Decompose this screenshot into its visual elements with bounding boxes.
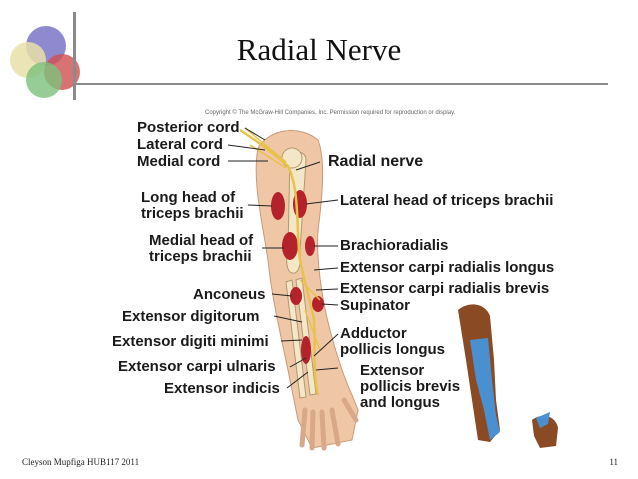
anconeus <box>290 287 302 305</box>
label-extensor-pollicis-line2: pollicis brevis <box>360 378 461 395</box>
triceps-medial-head <box>282 232 298 260</box>
inset-hand-sensory <box>536 412 550 428</box>
brachioradialis <box>305 236 315 256</box>
triceps-long-head <box>271 192 285 220</box>
label-extensor-carpi-radialis-brevis: Extensor carpi radialis brevis <box>340 280 550 297</box>
label-supinator: Supinator <box>340 297 410 314</box>
label-posterior-cord: Posterior cord <box>137 119 240 136</box>
right-leader-lines <box>295 161 339 371</box>
header-vertical-rule <box>73 12 76 100</box>
label-extensor-digiti-minimi: Extensor digiti minimi <box>112 333 269 350</box>
forearm-extensors <box>301 336 311 364</box>
label-adductor-pollicis-longus-line1: Adductor <box>340 325 407 342</box>
label-extensor-pollicis-line1: Extensor <box>360 362 425 379</box>
label-adductor-pollicis-longus-line2: pollicis longus <box>340 341 446 358</box>
label-long-head-triceps-line2: triceps brachii <box>141 205 244 222</box>
inset-sensory-region <box>470 338 500 440</box>
label-extensor-carpi-radialis-longus: Extensor carpi radialis longus <box>340 259 555 276</box>
nerve-branches <box>244 127 321 351</box>
footer-author: Cleyson Mupfiga HUB117 2011 <box>22 457 140 467</box>
label-long-head-triceps-line1: Long head of <box>141 189 236 206</box>
decorative-circles-logo <box>10 26 80 98</box>
label-extensor-indicis: Extensor indicis <box>164 380 280 397</box>
label-extensor-carpi-ulnaris: Extensor carpi ulnaris <box>118 358 276 375</box>
supinator <box>312 296 324 312</box>
label-lateral-cord: Lateral cord <box>137 136 223 153</box>
hand-fingers <box>299 397 359 451</box>
label-medial-head-triceps-line1: Medial head of <box>149 232 254 249</box>
header-horizontal-rule <box>76 83 608 85</box>
label-medial-cord: Medial cord <box>137 153 221 170</box>
left-leader-lines <box>227 127 309 389</box>
label-brachioradialis: Brachioradialis <box>340 237 449 254</box>
label-anconeus: Anconeus <box>193 286 266 303</box>
label-radial-nerve: Radial nerve <box>328 153 424 170</box>
label-extensor-pollicis-line3: and longus <box>360 394 440 411</box>
slide-title: Radial Nerve <box>236 32 402 67</box>
figure-copyright: Copyright © The McGraw-Hill Companies, I… <box>205 110 456 116</box>
label-lateral-head-triceps: Lateral head of triceps brachii <box>340 192 554 209</box>
radial-nerve <box>239 128 320 396</box>
page-number: 11 <box>609 457 618 467</box>
ulna-bone <box>285 279 307 399</box>
label-extensor-digitorum: Extensor digitorum <box>122 308 260 325</box>
label-medial-head-triceps-line2: triceps brachii <box>149 248 252 265</box>
